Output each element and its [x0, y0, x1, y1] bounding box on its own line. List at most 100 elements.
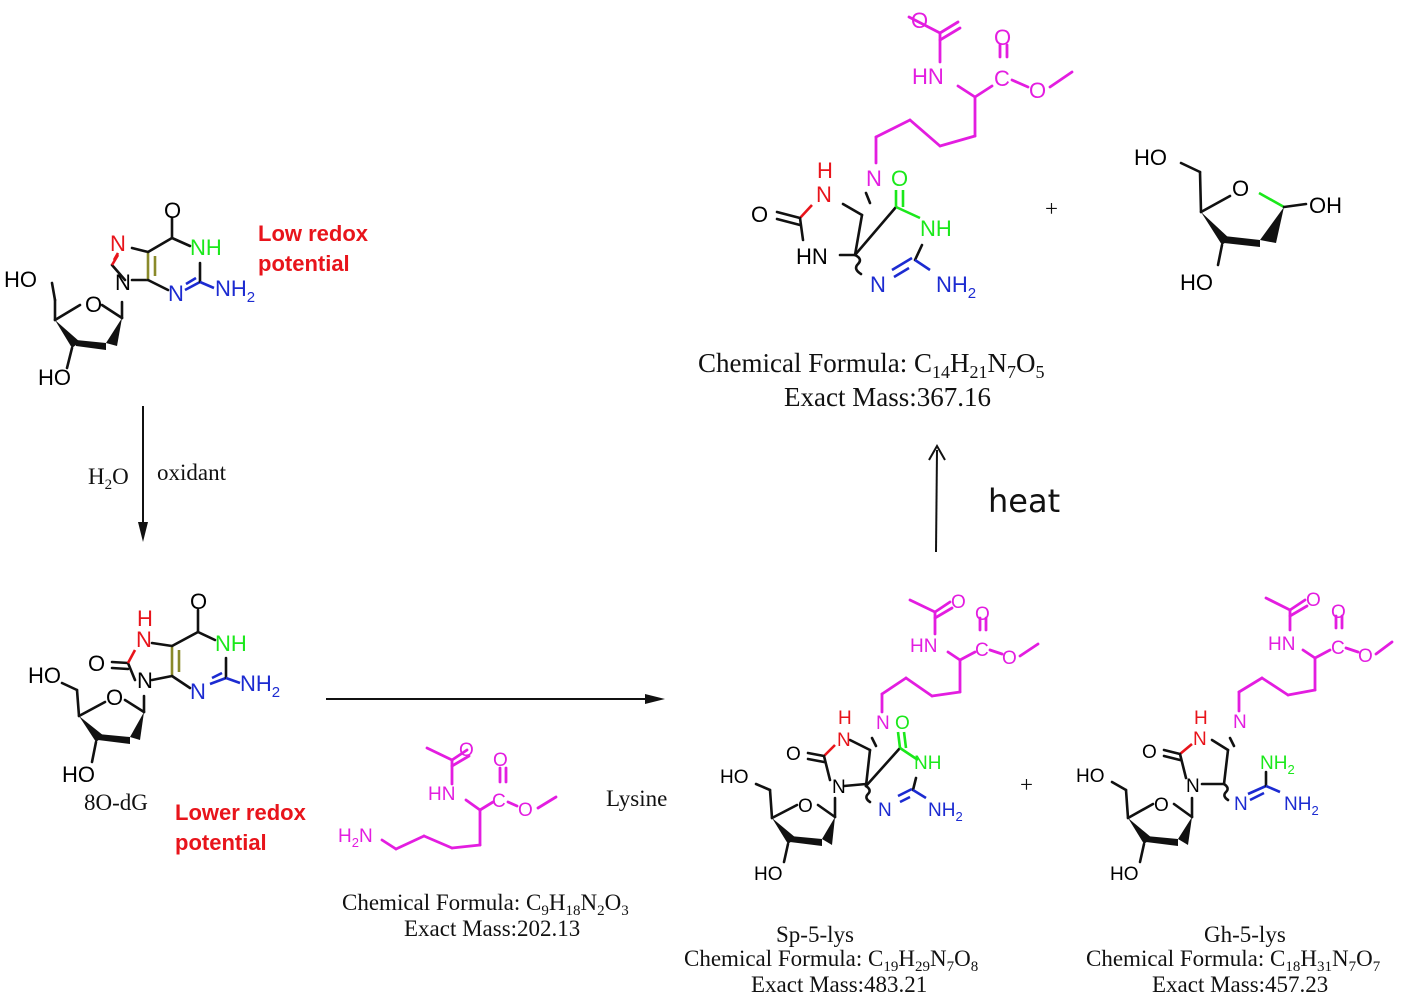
atom-o-carbonyl: O — [975, 604, 990, 625]
atom-o: O — [1142, 742, 1157, 763]
atom-o-carbonyl: O — [1331, 602, 1346, 623]
product-structure: O HN O C O N H N O NH O HN N NH2 — [751, 8, 1074, 302]
atom-n9: N — [115, 270, 131, 295]
lysine-label: Lysine — [606, 786, 667, 811]
gh-5-lys-mass: Exact Mass:457.23 — [1152, 972, 1328, 997]
atom-h: H — [838, 708, 852, 729]
atom-n7: N — [136, 627, 152, 652]
atom-nh1: NH — [215, 631, 247, 656]
atom-c: C — [975, 640, 989, 661]
atom-o: O — [786, 744, 801, 765]
atom-o6: O — [190, 589, 207, 614]
atom-o-acetyl: O — [911, 8, 928, 33]
atom-ho: HO — [38, 365, 71, 390]
atom-n3: N — [190, 679, 206, 704]
atom-n-imine: N — [866, 166, 882, 191]
atom-o-carbonyl: O — [493, 750, 508, 771]
atom-c: C — [1331, 638, 1345, 659]
lower-redox-label: Lower redox — [175, 800, 307, 825]
atom-ho: HO — [1134, 145, 1167, 170]
atom-nh2: NH2 — [215, 276, 255, 306]
lysine-mass: Exact Mass:202.13 — [404, 916, 580, 941]
atom-nh: N — [1193, 729, 1207, 750]
atom-o-ring: O — [106, 685, 123, 710]
atom-n9: N — [137, 668, 153, 693]
atom-hn: HN — [1268, 634, 1295, 655]
heat-arrow — [928, 443, 946, 553]
atom-o-ring: O — [1154, 795, 1169, 816]
oxidant-reagent: oxidant — [157, 460, 227, 485]
sp-5-lys-name: Sp-5-lys — [776, 922, 854, 947]
plus-sign: + — [1045, 196, 1058, 221]
atom-nh-green: NH — [920, 216, 952, 241]
atom-n3: N — [168, 281, 184, 306]
deoxyribose-structure: HO O OH HO — [1134, 145, 1342, 295]
atom-o-green: O — [895, 713, 910, 734]
atom-nh2: NH2 — [1284, 794, 1319, 818]
atom-n-blue: N — [878, 800, 892, 821]
atom-nh2: NH2 — [936, 272, 976, 302]
atom-o-ring: O — [1232, 176, 1249, 201]
atom-o-ring: O — [798, 796, 813, 817]
atom-h2n: H2N — [338, 826, 373, 850]
atom-o-ester: O — [1002, 648, 1017, 669]
lysine-formula: Chemical Formula: C9H18N2O3 — [342, 890, 629, 919]
atom-n-blue: N — [1234, 794, 1248, 815]
atom-o-acetyl: O — [1306, 590, 1321, 611]
atom-ho: HO — [1110, 864, 1139, 885]
product-formula: Chemical Formula: C14H21N7O5 — [698, 348, 1044, 382]
sp-5-lys-structure: O HN O C O N H N O NH O N N NH2 HO O HO — [720, 592, 1040, 885]
gh-5-lys-formula: Chemical Formula: C18H31N7O7 — [1086, 946, 1381, 975]
sp-5-lys-formula: Chemical Formula: C19H29N7O8 — [684, 946, 978, 975]
atom-o6: O — [164, 198, 181, 223]
low-redox-label-2: potential — [258, 251, 350, 276]
plus-sign: + — [1020, 772, 1033, 797]
atom-oh: OH — [1309, 193, 1342, 218]
atom-o-ester: O — [518, 800, 533, 821]
atom-o-ester: O — [1029, 78, 1046, 103]
atom-nh-green: NH — [914, 753, 941, 774]
atom-n-blue: N — [870, 272, 886, 297]
atom-o: O — [751, 202, 768, 227]
atom-nh2: NH2 — [240, 671, 280, 701]
atom-o-ring: O — [85, 292, 102, 317]
oxidation-arrow — [138, 406, 148, 542]
atom-n: N — [832, 777, 846, 798]
atom-o8: O — [88, 651, 105, 676]
lysine-addition-arrow — [326, 694, 665, 704]
atom-h7: H — [137, 606, 153, 631]
atom-ho: HO — [1076, 766, 1105, 787]
atom-n-imine: N — [876, 713, 890, 734]
atom-n: N — [1186, 776, 1200, 797]
product-mass: Exact Mass:367.16 — [784, 382, 991, 412]
atom-ho: HO — [720, 767, 749, 788]
8-oxo-dg-structure: HO O HO O N H N O NH N NH2 — [28, 589, 280, 787]
deoxyguanosine-structure: HO O HO N N O NH N NH2 — [4, 198, 255, 390]
atom-n7: N — [110, 231, 126, 256]
lysine-structure: O HN O C O H2N — [338, 740, 558, 851]
atom-hn: HN — [910, 636, 937, 657]
atom-ho: HO — [62, 762, 95, 787]
water-reagent: H2O — [88, 464, 129, 493]
atom-hn: HN — [912, 64, 944, 89]
atom-h: H — [1194, 708, 1208, 729]
atom-ho: HO — [1180, 270, 1213, 295]
gh-5-lys-name: Gh-5-lys — [1204, 922, 1286, 947]
atom-ho: HO — [28, 663, 61, 688]
gh-5-lys-structure: O HN O C O N H N O N NH2 N NH2 HO O HO — [1076, 590, 1394, 885]
atom-h: H — [817, 158, 833, 183]
atom-c: C — [492, 791, 506, 812]
atom-hn: HN — [796, 244, 828, 269]
atom-o-green: O — [891, 166, 908, 191]
atom-o-acetyl: O — [951, 592, 966, 613]
atom-o-ester: O — [1358, 646, 1373, 667]
atom-n-imine: N — [1233, 712, 1247, 733]
atom-nh2-green: NH2 — [1260, 753, 1295, 777]
atom-ho: HO — [4, 267, 37, 292]
atom-c: C — [994, 66, 1010, 91]
atom-nh: N — [837, 730, 851, 751]
atom-nh2: NH2 — [928, 800, 963, 824]
sp-5-lys-mass: Exact Mass:483.21 — [751, 972, 927, 997]
atom-nh1: NH — [190, 235, 222, 260]
